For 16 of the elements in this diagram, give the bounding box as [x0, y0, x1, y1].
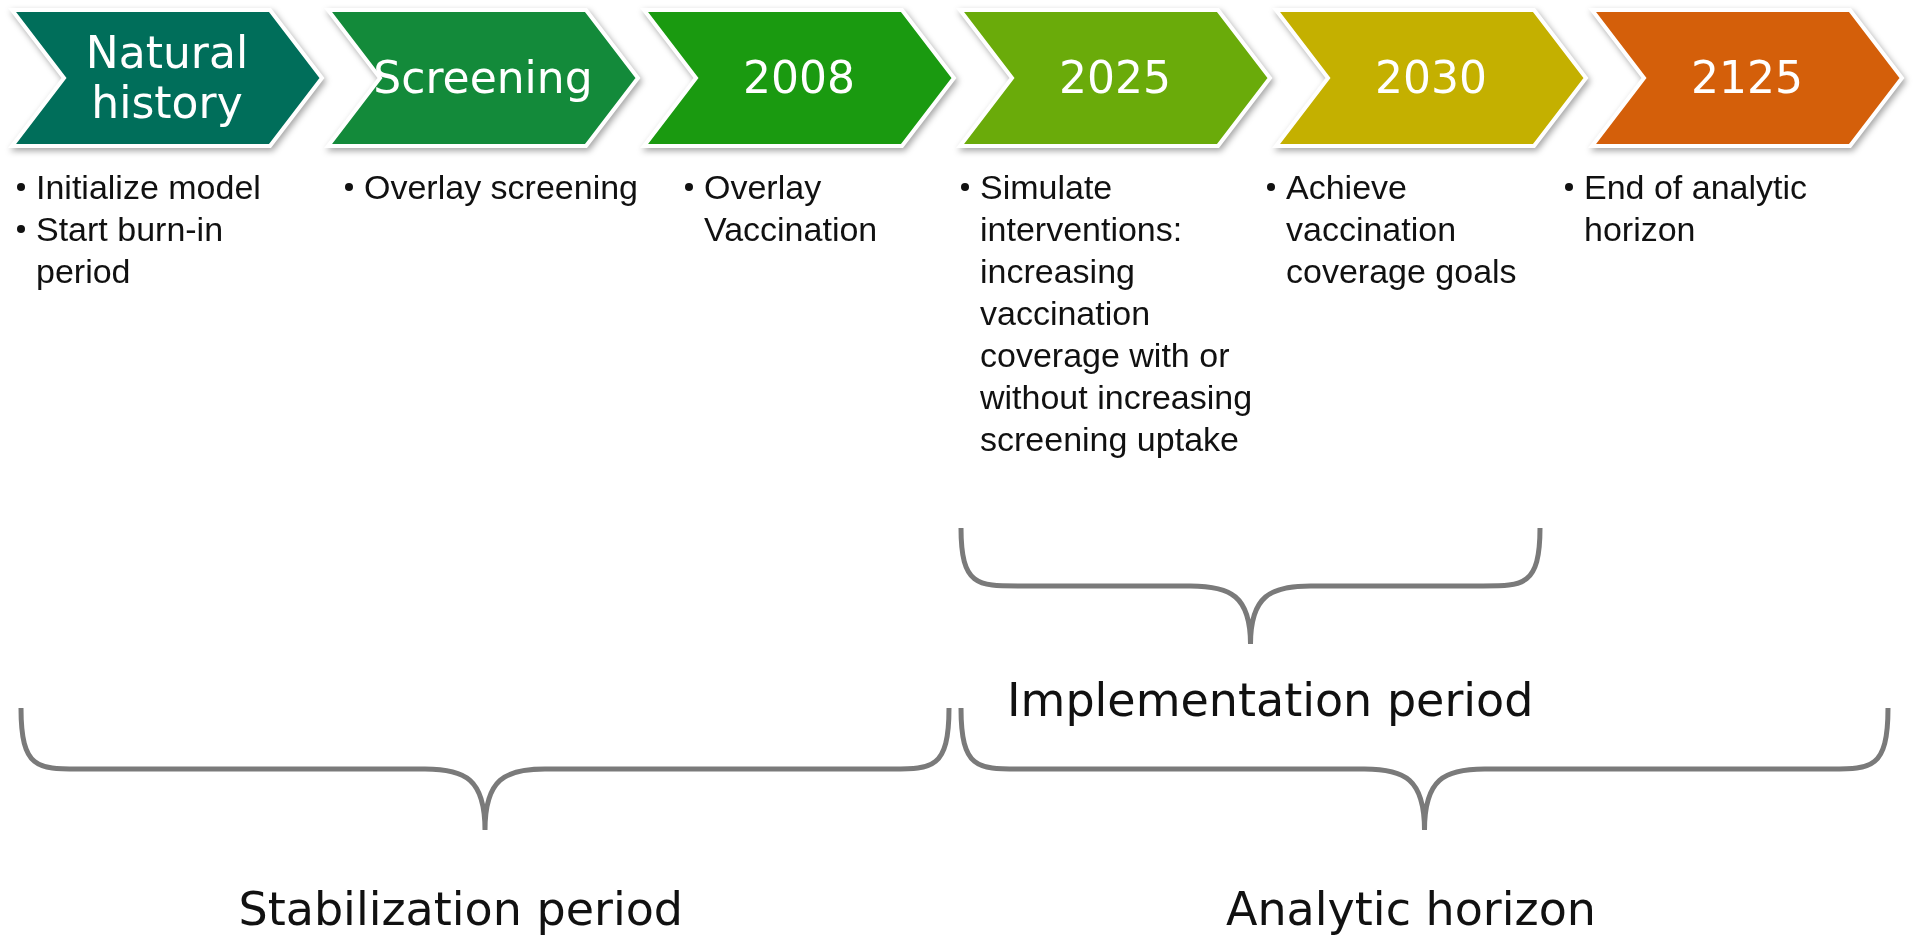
step-title: Screening: [373, 53, 593, 103]
step-title: 2025: [1059, 53, 1171, 103]
step-title: 2030: [1375, 53, 1487, 103]
step-title: 2125: [1691, 53, 1803, 103]
bullet-item: Simulate interventions: increasing vaccination coverage with or without increasing screening uptake: [980, 168, 1253, 458]
period-label: Implementation period: [1007, 673, 1534, 727]
period-label: Stabilization period: [238, 882, 684, 936]
bullet-item: Start burn-in period: [36, 210, 224, 290]
bullet-item: Overlay screening: [364, 168, 638, 206]
bullet-item: End of analytic horizon: [1584, 168, 1808, 248]
bullet-item: Achieve vaccination coverage goals: [1286, 168, 1517, 290]
bullet-item: Overlay Vaccination: [704, 168, 878, 248]
step-title: 2008: [743, 53, 855, 103]
period-label: Analytic horizon: [1226, 882, 1596, 936]
step-title: Natural history: [84, 28, 250, 128]
bullet-item: Initialize model: [36, 168, 261, 206]
